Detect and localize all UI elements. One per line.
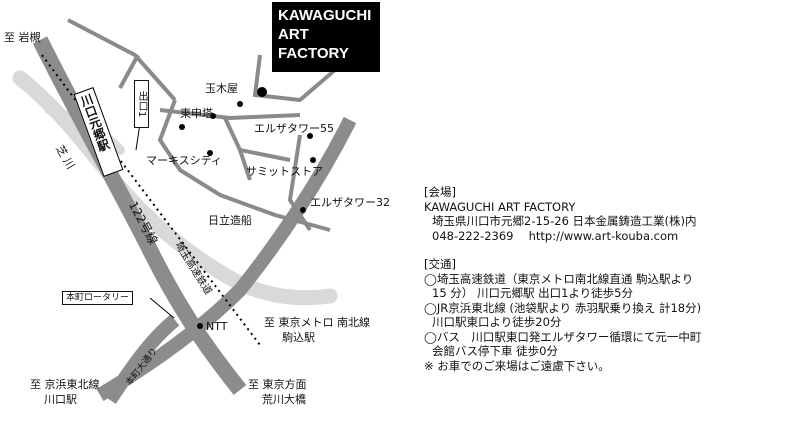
venue-address: 埼玉県川口市元郷2-15-26 日本金属鋳造工業(株)内 [432, 214, 697, 228]
label-summit: サミットストア [246, 165, 323, 178]
factory-title-box: KAWAGUCHI ART FACTORY [272, 2, 380, 72]
erza32-marker [300, 207, 306, 213]
honmachi-road [96, 116, 357, 402]
street-7 [287, 134, 312, 232]
info-panel: [会場] KAWAGUCHI ART FACTORY 埼玉県川口市元郷2-15-… [424, 185, 794, 373]
label-tokyo-metro-1: 至 東京メトロ 南北線 [264, 316, 370, 329]
map: KAWAGUCHI ART FACTORY 至 岩槻 玉木屋 東申塔 出口1 川… [4, 2, 390, 406]
label-hitachi: 日立造船 [208, 214, 252, 227]
label-tamakiya: 玉木屋 [205, 82, 238, 95]
marukisu-marker [179, 124, 185, 130]
label-erza32: エルザタワー32 [310, 196, 390, 209]
access-2-line-1: ◯JR京浜東北線 (池袋駅より 赤羽駅乗り換え 計18分) [424, 300, 702, 315]
saitama-railway-line [41, 54, 261, 346]
label-to-iwatsuki: 至 岩槻 [4, 31, 41, 44]
venue-tel-url[interactable]: 048-222-2369 http://www.art-kouba.com [432, 228, 679, 243]
label-tokyo-dir-1: 至 東京方面 [248, 378, 307, 391]
venue-name: KAWAGUCHI ART FACTORY [424, 199, 576, 214]
label-tokyo-metro-2: 駒込駅 [282, 331, 315, 344]
parking-note: ※ お車でのご来場はご遠慮下さい。 [424, 358, 610, 373]
street-1 [67, 18, 177, 102]
access-1-line-2: 15 分） 川口元郷駅 出口1より徒歩5分 [432, 286, 634, 300]
erza55-marker [307, 133, 313, 139]
label-ntt: NTT [206, 320, 228, 333]
access-2-line-2: 川口駅東口より徒歩20分 [432, 315, 562, 329]
label-tokyo-dir-2: 荒川大橋 [262, 393, 306, 406]
street-4 [159, 108, 301, 121]
summit-marker [310, 157, 316, 163]
access-heading: [交通] [424, 257, 456, 271]
label-marukisu: マーキスシティ [146, 154, 223, 167]
access-3-line-2: 会館バス停下車 徒歩0分 [432, 344, 558, 358]
shiba-river [12, 70, 338, 306]
tamakiya-marker [237, 101, 243, 107]
label-keihin-2: 川口駅 [44, 393, 77, 406]
map-graphic [12, 18, 357, 404]
marukisu2-marker [207, 150, 213, 156]
factory-marker [257, 87, 267, 97]
tousentou-marker [210, 113, 216, 119]
route-122-lower [104, 314, 180, 404]
motomachi-rotary-box: 本町ロータリー [62, 291, 134, 305]
label-erza55: エルザタワー55 [254, 122, 334, 135]
street-3 [157, 99, 331, 232]
street-8 [238, 149, 252, 181]
title-line-2: ART [278, 26, 309, 43]
route-122-road [32, 36, 247, 395]
title-line-1: KAWAGUCHI [278, 7, 372, 24]
rotary-leader [149, 297, 175, 319]
street-2 [118, 54, 140, 89]
ntt-marker [197, 323, 203, 329]
label-tousentou: 東申塔 [180, 107, 213, 120]
access-3-line-1: ◯バス 川口駅東口発エルザタワー循環にて元一中町 [424, 329, 702, 344]
venue-heading: [会場] [424, 185, 456, 199]
label-keihin-1: 至 京浜東北線 [30, 378, 100, 391]
street-6 [252, 54, 337, 103]
exit1-box: 出口1 [134, 80, 149, 128]
title-line-3: FACTORY [278, 45, 349, 62]
access-1-line-1: ◯埼玉高速鉄道（東京メトロ南北線直通 駒込駅より [424, 271, 694, 286]
